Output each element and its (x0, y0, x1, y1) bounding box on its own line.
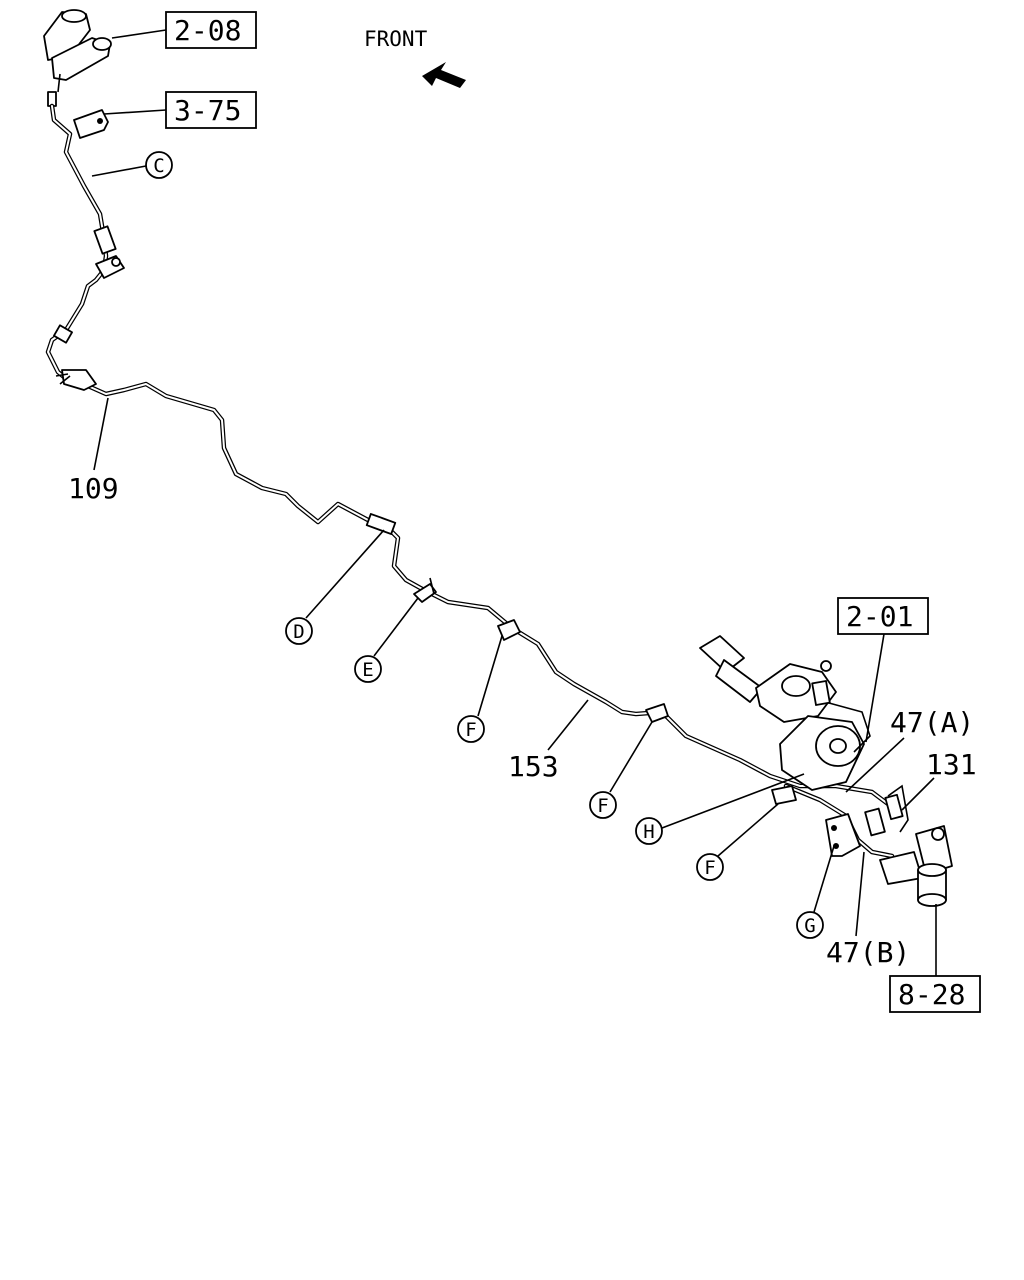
part-leader-47a (845, 737, 905, 793)
callout-circle-c (145, 151, 173, 179)
ref-leader-3-75 (103, 109, 167, 115)
ref-box-2-01 (837, 597, 929, 635)
ref-label-3-75: 3-75 (174, 94, 241, 127)
part-label-131: 131 (926, 748, 977, 781)
callout-g: G (804, 915, 815, 937)
callout-circle-e (354, 655, 382, 683)
callout-leader-d (305, 529, 385, 619)
ref-box-8-28 (889, 975, 981, 1013)
ref-label-2-08: 2-08 (174, 14, 241, 47)
mounting-bracket (825, 813, 861, 857)
arrow-left-icon (422, 62, 466, 88)
callout-circle-f3 (696, 853, 724, 881)
part-leader-109 (93, 397, 109, 471)
ref-label-8-28: 8-28 (898, 978, 965, 1011)
callout-c: C (153, 155, 164, 177)
callout-f2: F (597, 795, 608, 817)
hose-connectors (864, 784, 909, 837)
part-label-109: 109 (68, 472, 119, 505)
part-leader-153 (547, 699, 589, 751)
part-label-47b: 47(B) (826, 936, 910, 969)
callout-circle-h (635, 817, 663, 845)
callout-circle-f2 (589, 791, 617, 819)
callout-circle-d (285, 617, 313, 645)
ref-leader-2-08 (111, 29, 167, 39)
callout-leader-f2 (609, 721, 653, 793)
callout-leader-c (91, 165, 147, 177)
pipe-fittings (53, 225, 797, 805)
callout-leader-f1 (477, 635, 503, 717)
part-label-153: 153 (508, 750, 559, 783)
callout-f1: F (465, 719, 476, 741)
callout-leader-e (373, 597, 419, 657)
callout-circle-g (796, 911, 824, 939)
proportioning-valve (879, 825, 953, 907)
front-label: FRONT (364, 27, 428, 51)
ref-leader-2-01 (865, 633, 885, 743)
ref-box-2-08 (165, 11, 257, 49)
callout-leader-g (813, 845, 835, 913)
callout-leader-h (661, 773, 805, 829)
ref-label-2-01: 2-01 (846, 600, 913, 633)
callout-h: H (643, 821, 654, 843)
callout-circle-f1 (457, 715, 485, 743)
ref-box-3-75 (165, 91, 257, 129)
brake-booster (699, 635, 871, 791)
part-leader-131 (901, 777, 935, 811)
callout-d: D (293, 621, 304, 643)
callout-f3: F (704, 857, 715, 879)
master-cylinder (43, 9, 112, 107)
callout-leader-f3 (717, 803, 779, 857)
callout-e: E (362, 659, 373, 681)
brake-pipe (45, 103, 899, 859)
part-label-47a: 47(A) (890, 706, 974, 739)
bracket (73, 109, 109, 139)
part-leader-47b (855, 851, 865, 937)
